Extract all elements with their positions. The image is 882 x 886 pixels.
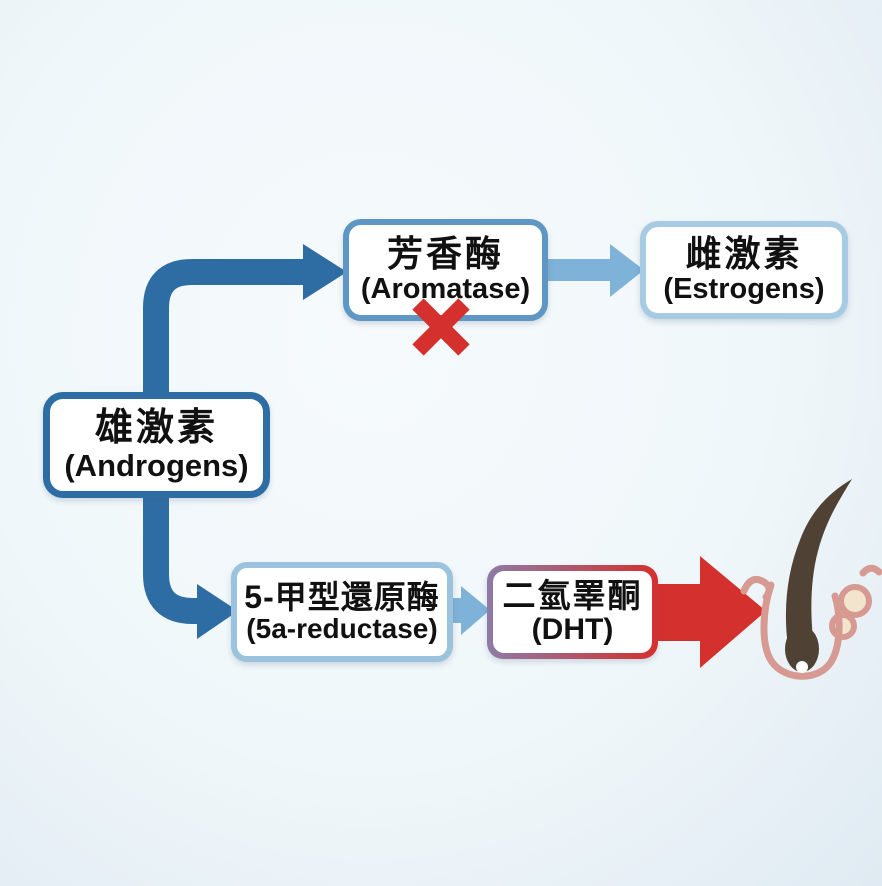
reductase-label-zh: 5-甲型還原酶 (244, 578, 440, 615)
node-estrogens: 雌激素 (Estrogens) (640, 221, 848, 319)
androgens-label-en: (Androgens) (64, 447, 249, 483)
node-dht-body: 二氫睪酮 (DHT) (493, 571, 652, 653)
node-reductase: 5-甲型還原酶 (5a-reductase) (231, 562, 453, 662)
estrogens-label-en: (Estrogens) (663, 272, 825, 305)
node-dht: 二氫睪酮 (DHT) (487, 565, 658, 659)
dht-label-zh: 二氫睪酮 (502, 576, 643, 614)
estrogens-label-zh: 雌激素 (685, 232, 803, 274)
aromatase-label-zh: 芳香酶 (386, 232, 504, 274)
arrow-androgens-to-aromatase (143, 244, 347, 510)
hair-follicle-icon (740, 479, 882, 680)
arrow-androgens-to-reductase (143, 460, 238, 639)
androgens-label-zh: 雄激素 (94, 406, 218, 449)
reductase-label-en: (5a-reductase) (246, 613, 438, 645)
node-aromatase: 芳香酶 (Aromatase) (343, 219, 548, 321)
arrow-reductase-to-dht (452, 586, 490, 635)
dht-label-en: (DHT) (531, 612, 614, 646)
node-androgens: 雄激素 (Androgens) (43, 392, 270, 498)
arrow-dht-to-follicle (655, 556, 766, 668)
aromatase-label-en: (Aromatase) (360, 272, 531, 305)
arrow-aromatase-to-estrogens (548, 244, 644, 297)
red-x-blocked-icon (412, 298, 470, 356)
